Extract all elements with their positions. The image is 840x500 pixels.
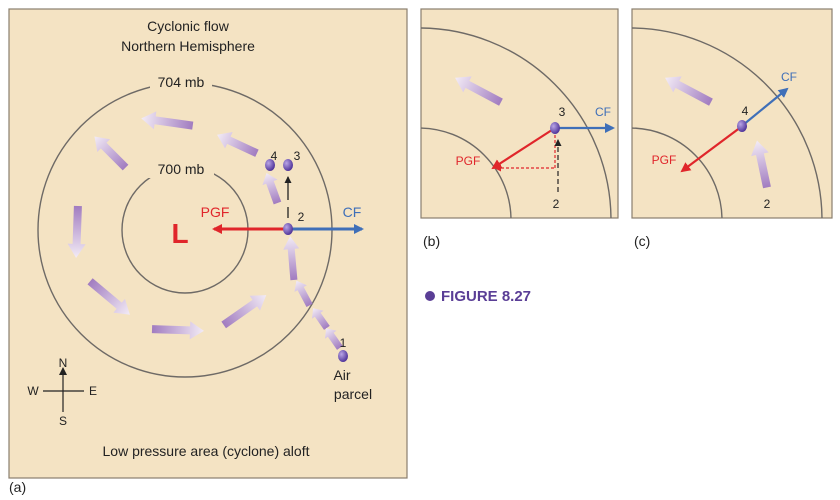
- panel-c-point-2: 2: [764, 197, 771, 211]
- figure-bullet-icon: [425, 291, 435, 301]
- parcel-position-1: [338, 350, 348, 362]
- panel-a: Cyclonic flow Northern Hemisphere 704 mb…: [8, 8, 408, 479]
- panel-b-cf-label: CF: [595, 105, 611, 119]
- panel-b-pgf-label: PGF: [456, 154, 481, 168]
- panel-a-title-line1: Cyclonic flow: [147, 18, 230, 34]
- panel-a-title-line2: Northern Hemisphere: [121, 38, 255, 54]
- isobar-700-label-bg: [148, 160, 214, 178]
- point-4-label: 4: [271, 149, 278, 163]
- panel-c-cf-arrow: [742, 87, 789, 126]
- compass-w: W: [27, 384, 39, 398]
- panel-b-pgf-arrow: [491, 127, 556, 170]
- flow-arrow: [455, 76, 503, 106]
- flow-arrow: [665, 76, 713, 106]
- pgf-label: PGF: [201, 204, 230, 220]
- point-3-label: 3: [294, 149, 301, 163]
- panel-c: 4 2 CF PGF: [631, 8, 833, 219]
- flow-arrows: [67, 111, 343, 350]
- flow-arrow: [94, 136, 129, 171]
- panel-c-background: [631, 8, 833, 219]
- panel-a-caption: Low pressure area (cyclone) aloft: [103, 443, 310, 459]
- isobar-704-label-bg: [150, 73, 212, 91]
- panel-b: 3 2 CF PGF: [420, 8, 619, 219]
- parcel-position-3: [283, 159, 293, 171]
- panel-c-pgf-arrow: [680, 126, 742, 173]
- flow-arrow: [141, 111, 194, 130]
- panel-c-label: (c): [634, 233, 650, 249]
- air-parcel-label-line2: parcel: [334, 386, 372, 402]
- flow-arrow: [217, 132, 259, 157]
- isobar-704-label: 704 mb: [158, 74, 205, 90]
- compass-s: S: [59, 414, 67, 428]
- flow-arrow: [221, 295, 267, 329]
- point-2-label: 2: [298, 210, 305, 224]
- panel-c-cf-label: CF: [781, 70, 797, 84]
- cf-label: CF: [343, 204, 362, 220]
- flow-arrow: [324, 328, 343, 350]
- flow-arrow: [294, 280, 313, 308]
- isobar-700-label: 700 mb: [158, 161, 205, 177]
- panel-b-point-2: 2: [553, 197, 560, 211]
- flow-arrow: [311, 308, 330, 330]
- panel-a-label: (a): [9, 479, 26, 495]
- flow-arrow: [87, 278, 130, 315]
- panel-c-pgf-label: PGF: [652, 153, 677, 167]
- compass-e: E: [89, 384, 97, 398]
- panel-b-parcel-3: [550, 122, 560, 134]
- figure-label: FIGURE 8.27: [441, 288, 531, 305]
- compass-rose: N S W E: [27, 356, 97, 428]
- panel-b-label: (b): [423, 233, 440, 249]
- panel-c-point-4: 4: [742, 104, 749, 118]
- low-pressure-symbol: L: [171, 218, 188, 249]
- point-1-label: 1: [340, 336, 347, 350]
- parcel-position-2: [283, 223, 293, 235]
- panel-b-point-3: 3: [559, 105, 566, 119]
- flow-arrow: [262, 172, 282, 205]
- flow-arrow: [67, 205, 86, 258]
- compass-n: N: [59, 356, 68, 370]
- flow-arrow: [151, 321, 204, 340]
- flow-arrow: [283, 236, 300, 281]
- panel-b-background: [420, 8, 619, 219]
- parcel-position-4: [265, 159, 275, 171]
- flow-arrow: [751, 140, 771, 189]
- air-parcel-label-line1: Air: [333, 367, 350, 383]
- panel-c-parcel-4: [737, 120, 747, 132]
